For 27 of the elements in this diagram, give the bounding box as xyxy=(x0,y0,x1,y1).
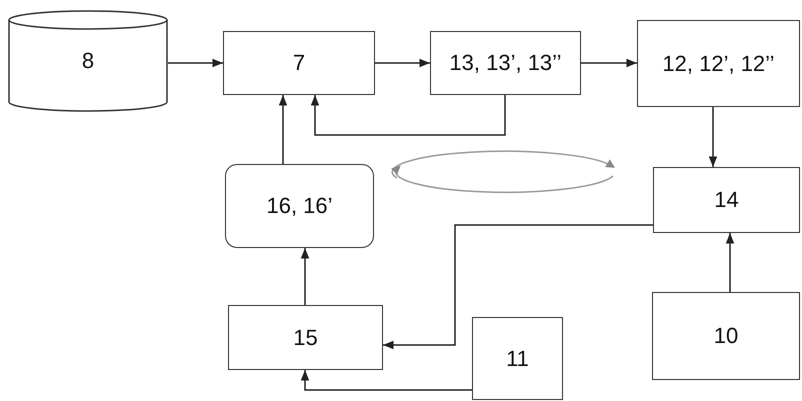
process-box xyxy=(637,20,800,107)
process-box xyxy=(430,31,581,95)
process-box xyxy=(653,167,800,233)
arrow xyxy=(581,58,637,68)
node-label: 10 xyxy=(714,323,738,349)
node-label: 14 xyxy=(714,187,739,213)
arrow xyxy=(278,95,288,164)
process-box xyxy=(652,292,800,380)
node-label: 8 xyxy=(82,48,94,74)
arrow xyxy=(383,224,653,350)
node-label: 7 xyxy=(292,50,306,76)
node-label: 12, 12’, 12’’ xyxy=(662,50,775,76)
process-box xyxy=(472,317,563,400)
node-label: 15 xyxy=(293,324,318,350)
node-label: 11 xyxy=(506,346,529,372)
process-box xyxy=(223,31,375,95)
process-box xyxy=(228,305,383,370)
arrow xyxy=(300,370,472,391)
rounded-box xyxy=(225,164,374,248)
arrow xyxy=(726,233,734,292)
arrow xyxy=(300,248,310,305)
arrow xyxy=(168,58,223,68)
arrow xyxy=(310,95,506,136)
arrow xyxy=(708,107,718,167)
node-label: 16, 16’ xyxy=(266,193,333,219)
node-label: 13, 13’, 13’’ xyxy=(449,50,562,76)
arrow xyxy=(375,58,430,68)
